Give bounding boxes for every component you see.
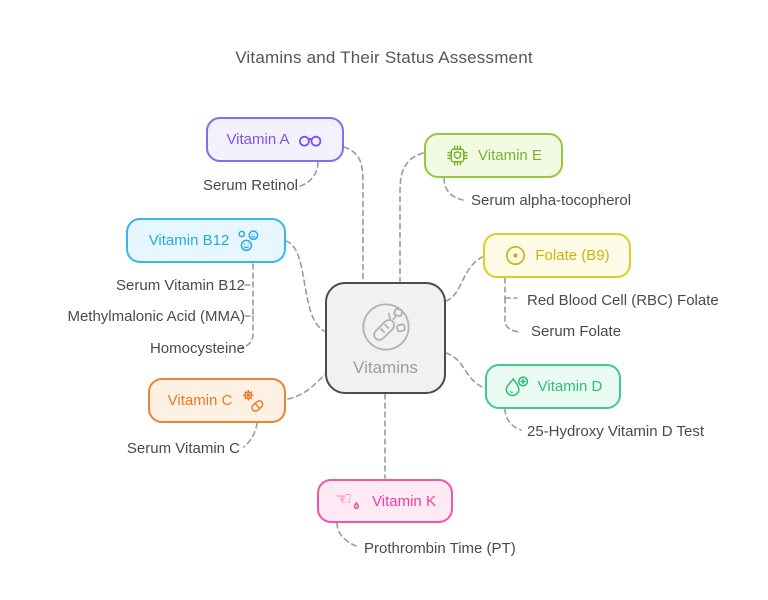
node-vitamin-e: Vitamin E	[424, 133, 563, 178]
node-vitamin-c: Vitamin C	[148, 378, 286, 423]
node-folate-b9: Folate (B9)	[483, 233, 631, 278]
test-label: Serum alpha-tocopherol	[471, 192, 632, 209]
node-label: Vitamin K	[372, 492, 436, 510]
test-label: Serum Vitamin C	[126, 440, 240, 457]
test-label: 25-Hydroxy Vitamin D Test	[527, 423, 705, 440]
center-node-label: Vitamins	[353, 358, 418, 377]
node-vitamin-b12: Vitamin B12	[126, 218, 286, 263]
test-label: Prothrombin Time (PT)	[364, 540, 516, 557]
vegetables-icon	[357, 298, 415, 356]
svg-text:☜: ☜	[335, 488, 352, 510]
node-vitamin-d: Vitamin D	[485, 364, 621, 409]
node-vitamin-a: Vitamin A	[206, 117, 344, 162]
node-vitamins-center: Vitamins	[325, 282, 446, 394]
gear-pill-icon	[240, 388, 266, 414]
node-label: Vitamin A	[226, 131, 290, 148]
node-label: Vitamin D	[537, 378, 603, 395]
glasses-icon	[298, 132, 324, 148]
hand-drop-icon: ☜	[334, 488, 364, 514]
node-label: Vitamin C	[167, 392, 233, 409]
test-label: Serum Folate	[531, 323, 622, 340]
droplet-plus-icon	[504, 374, 530, 399]
page-title: Vitamins and Their Status Assessment	[235, 48, 533, 67]
test-label: Serum Vitamin B12	[116, 277, 245, 294]
node-vitamin-k: ☜ Vitamin K	[317, 479, 453, 523]
microbes-icon	[237, 229, 263, 253]
node-label: Folate (B9)	[535, 247, 610, 264]
test-label: Homocysteine	[149, 340, 245, 357]
test-label: Red Blood Cell (RBC) Folate	[527, 292, 719, 309]
circle-dot-icon	[504, 244, 527, 267]
test-label: Serum Retinol	[202, 177, 298, 194]
chip-icon	[445, 143, 470, 168]
node-label: Vitamin E	[478, 147, 542, 164]
node-label: Vitamin B12	[148, 232, 230, 249]
test-label: Methylmalonic Acid (MMA)	[67, 308, 245, 325]
